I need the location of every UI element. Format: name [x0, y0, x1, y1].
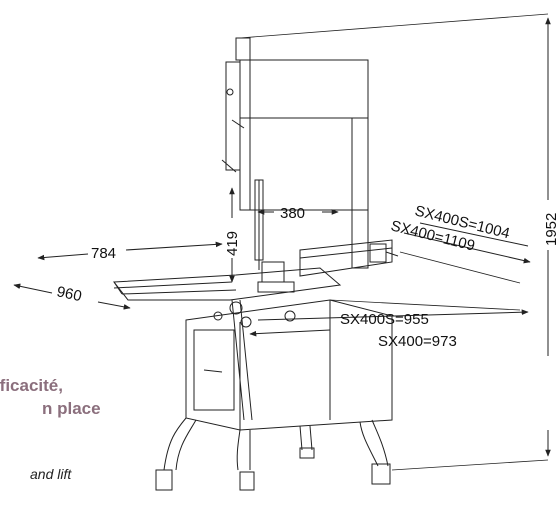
height-1952-label: 1952 — [543, 213, 560, 246]
width-sx400s-label: SX400S=955 — [340, 311, 429, 328]
extension-lines — [239, 13, 549, 471]
throat-380-label: 380 — [280, 205, 305, 222]
width-sx400-label: SX400=973 — [378, 333, 457, 350]
caption-line-3: and lift — [30, 466, 72, 482]
dimension-lines — [13, 17, 551, 457]
blade-height-419-label: 419 — [224, 231, 241, 256]
table-784-label: 784 — [91, 245, 116, 262]
machine-outline — [113, 37, 399, 491]
table-960-label: 960 — [55, 283, 83, 305]
caption-line-1: fficacité, — [0, 376, 63, 395]
caption-line-2: n place — [42, 399, 101, 418]
